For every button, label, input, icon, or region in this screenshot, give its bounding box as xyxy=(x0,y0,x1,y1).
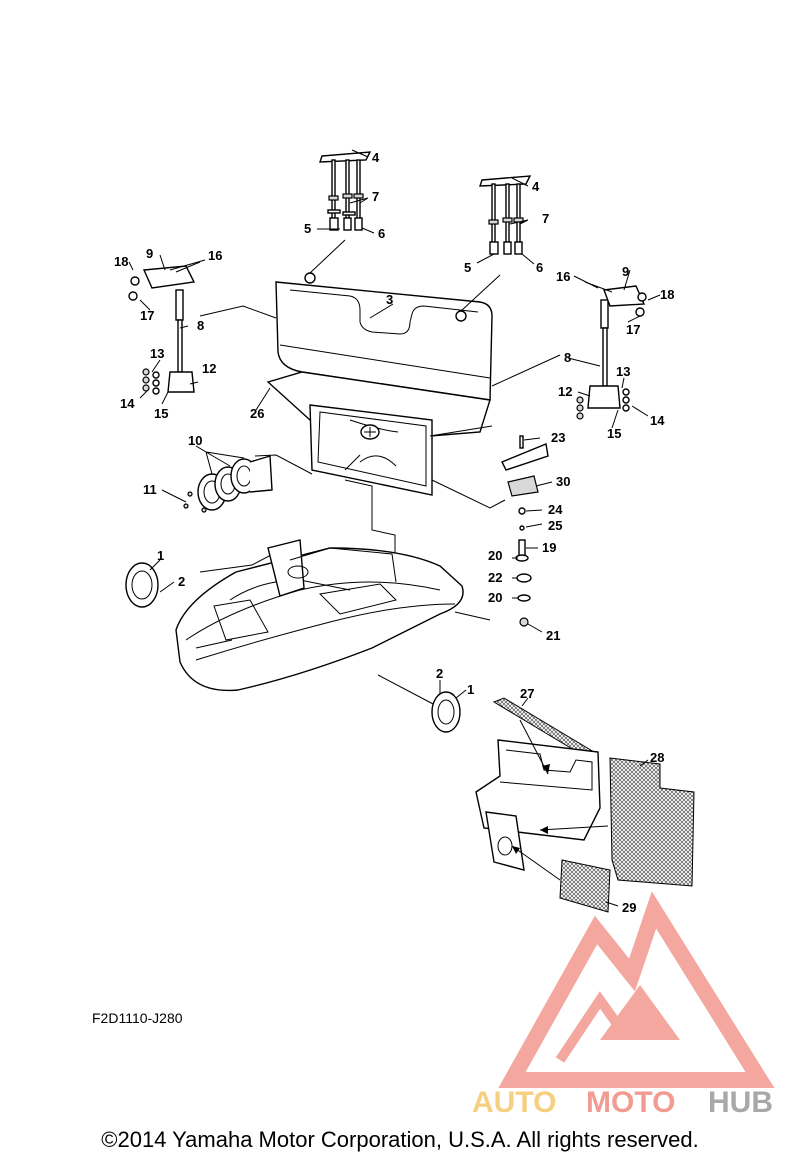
callout-12a: 12 xyxy=(202,361,216,376)
callout-8b: 8 xyxy=(564,350,571,365)
callout-numbers: 1 1 2 2 3 4 4 5 5 6 6 7 7 8 8 9 9 10 11 … xyxy=(114,150,674,915)
gas-strut-right xyxy=(576,281,647,420)
callout-13a: 13 xyxy=(150,346,164,361)
callout-13b: 13 xyxy=(616,364,630,379)
callout-14a: 14 xyxy=(120,396,135,411)
callout-6b: 6 xyxy=(536,260,543,275)
callout-17b: 17 xyxy=(626,322,640,337)
callout-10: 10 xyxy=(188,433,202,448)
automotohub-wordmark: AUTO MOTO HUB xyxy=(472,1086,773,1119)
callout-2a: 2 xyxy=(178,574,185,589)
hinge-stack-left xyxy=(319,151,372,231)
wordmark-auto: AUTO xyxy=(472,1086,556,1119)
callout-6a: 6 xyxy=(378,226,385,241)
callout-7a: 7 xyxy=(372,189,379,204)
callout-26: 26 xyxy=(250,406,264,421)
callout-25: 25 xyxy=(548,518,562,533)
vent-rings xyxy=(183,455,273,513)
callout-22: 22 xyxy=(488,570,502,585)
callout-24: 24 xyxy=(548,502,563,517)
callout-27: 27 xyxy=(520,686,534,701)
callout-18a: 18 xyxy=(114,254,128,269)
callout-29: 29 xyxy=(622,900,636,915)
copyright-notice: ©2014 Yamaha Motor Corporation, U.S.A. A… xyxy=(101,1127,699,1152)
callout-7b: 7 xyxy=(542,211,549,226)
boat-hull xyxy=(175,539,464,692)
callout-19: 19 xyxy=(542,540,556,555)
hatch-cover xyxy=(266,272,493,496)
callout-4b: 4 xyxy=(532,179,540,194)
callout-1b: 1 xyxy=(467,682,474,697)
drain-cover-right xyxy=(431,691,461,733)
mat-28 xyxy=(609,757,695,887)
callout-leaders xyxy=(128,149,661,907)
callout-14b: 14 xyxy=(650,413,665,428)
callout-5b: 5 xyxy=(464,260,471,275)
automotohub-logo xyxy=(498,891,775,1088)
tray-arrows xyxy=(511,719,609,881)
callout-20b: 20 xyxy=(488,590,502,605)
callout-17a: 17 xyxy=(140,308,154,323)
callout-12b: 12 xyxy=(558,384,572,399)
callout-2b: 2 xyxy=(436,666,443,681)
drain-cover-left xyxy=(125,562,159,608)
callout-3: 3 xyxy=(386,292,393,307)
wordmark-hub: HUB xyxy=(708,1086,773,1119)
callout-28: 28 xyxy=(650,750,664,765)
callout-23: 23 xyxy=(551,430,565,445)
callout-16a: 16 xyxy=(208,248,222,263)
callout-30: 30 xyxy=(556,474,570,489)
storage-tray xyxy=(475,739,601,871)
callout-9b: 9 xyxy=(622,264,629,279)
hinge-stack-right xyxy=(479,175,532,255)
callout-16b: 16 xyxy=(556,269,570,284)
callout-15b: 15 xyxy=(607,426,621,441)
callout-11: 11 xyxy=(143,482,157,497)
callout-5a: 5 xyxy=(304,221,311,236)
callout-20a: 20 xyxy=(488,548,502,563)
callout-18b: 18 xyxy=(660,287,674,302)
callout-9a: 9 xyxy=(146,246,153,261)
drawing-code: F2D1110-J280 xyxy=(92,1010,183,1026)
mat-29 xyxy=(559,859,611,913)
callout-4a: 4 xyxy=(372,150,380,165)
callout-8a: 8 xyxy=(197,318,204,333)
callout-15a: 15 xyxy=(154,406,168,421)
latch-parts xyxy=(501,435,549,627)
leader-lines xyxy=(199,239,561,706)
callout-21: 21 xyxy=(546,628,560,643)
callout-1a: 1 xyxy=(157,548,164,563)
gas-strut-left xyxy=(128,259,206,395)
wordmark-moto: MOTO xyxy=(586,1086,675,1119)
